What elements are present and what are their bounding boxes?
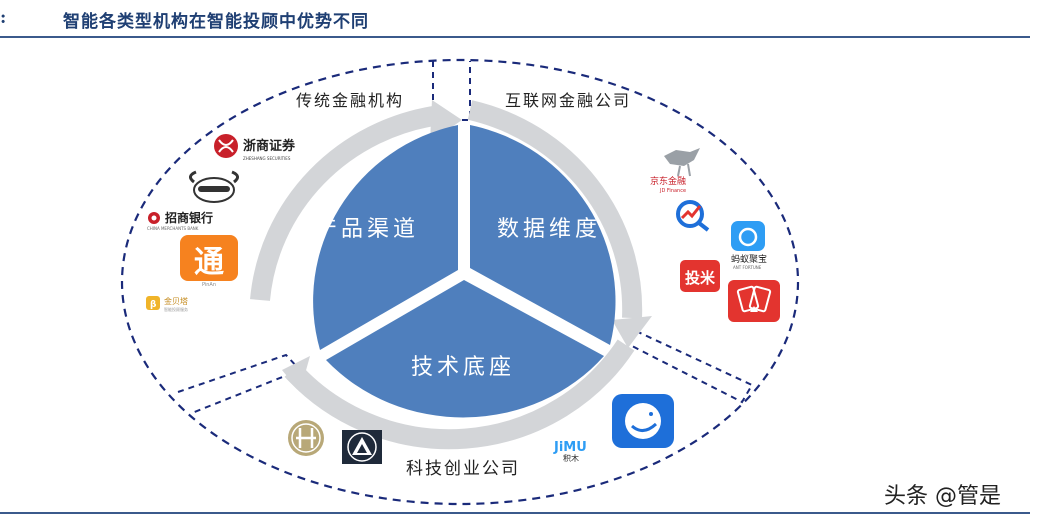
ring-arrow-right [612, 316, 652, 348]
logo-triangle-icon [342, 430, 382, 464]
ring-arc-bottom [284, 339, 635, 450]
logo-gold-coin-icon [288, 420, 324, 456]
ring-arrow-left [282, 356, 310, 392]
logo-ant-fortune: 蚂蚁聚宝 ANT FORTUNE [731, 221, 767, 270]
ant-text: 蚂蚁聚宝 [731, 253, 767, 265]
watermark: 头条 @管是 [884, 484, 1001, 509]
logo-pingan-tong: 通 PinAn [180, 235, 238, 288]
zheshang-text: 浙商证券 [243, 138, 296, 154]
bottom-divider [0, 512, 1030, 514]
jd-text: 京东金融 [650, 175, 686, 187]
logo-jd-finance: 京东金融 JD Finance [650, 148, 700, 194]
ring-arc-right [467, 100, 643, 319]
logo-jinbeita: β 金贝塔 智能投顾服务 [146, 296, 188, 312]
pingan-text: 通 [194, 245, 224, 280]
ant-en-text: ANT FORTUNE [733, 265, 762, 270]
header-prefix: : [0, 8, 7, 28]
jd-en-text: JD Finance [659, 188, 686, 194]
zheshang-en-text: ZHESHANG SECURITIES [243, 156, 291, 161]
logo-search-chart-icon [676, 200, 710, 232]
logo-cmb: 招商银行 CHINA MERCHANTS BANK [147, 210, 213, 231]
label-data-dimension: 数据维度 [497, 217, 601, 242]
label-traditional-finance: 传统金融机构 [296, 91, 404, 110]
label-tech-base: 技术底座 [411, 355, 515, 380]
sector-data-dimension [470, 125, 616, 345]
pingan-small-text: PinAn [202, 282, 216, 288]
left-separator [177, 353, 302, 414]
logo-bull-icon [189, 170, 239, 203]
label-internet-finance: 互联网金融公司 [505, 91, 631, 110]
right-separator [631, 330, 754, 404]
jinbei-text: 金贝塔 [164, 296, 188, 306]
logo-toumi: 投米 [680, 260, 720, 292]
logo-cards-icon [728, 280, 780, 322]
cmb-en-text: CHINA MERCHANTS BANK [147, 226, 199, 231]
top-divider [0, 36, 1030, 38]
logo-zheshang-securities: 浙商证券 ZHESHANG SECURITIES [214, 134, 296, 161]
svg-text:β: β [150, 300, 157, 310]
page-title: 智能各类型机构在智能投顾中优势不同 [63, 12, 369, 32]
header: : 智能各类型机构在智能投顾中优势不同 [0, 0, 1039, 36]
label-fintech-startups: 科技创业公司 [406, 459, 520, 479]
logo-jimu: JiMU 积木 [553, 440, 587, 463]
outer-dashed-ellipse [120, 58, 800, 506]
jimu-text: JiMU [553, 440, 587, 455]
toumi-text: 投米 [685, 269, 716, 287]
ring-arc-top-left [250, 105, 442, 301]
logo-whale-icon [612, 394, 674, 448]
jimu-cn-text: 积木 [563, 453, 579, 463]
jinbei-small-text: 智能投顾服务 [164, 306, 188, 312]
label-product-channel: 产品渠道 [315, 217, 419, 242]
sector-product-channel [313, 125, 458, 350]
sector-tech-base [326, 280, 604, 418]
cmb-text: 招商银行 [165, 210, 213, 225]
